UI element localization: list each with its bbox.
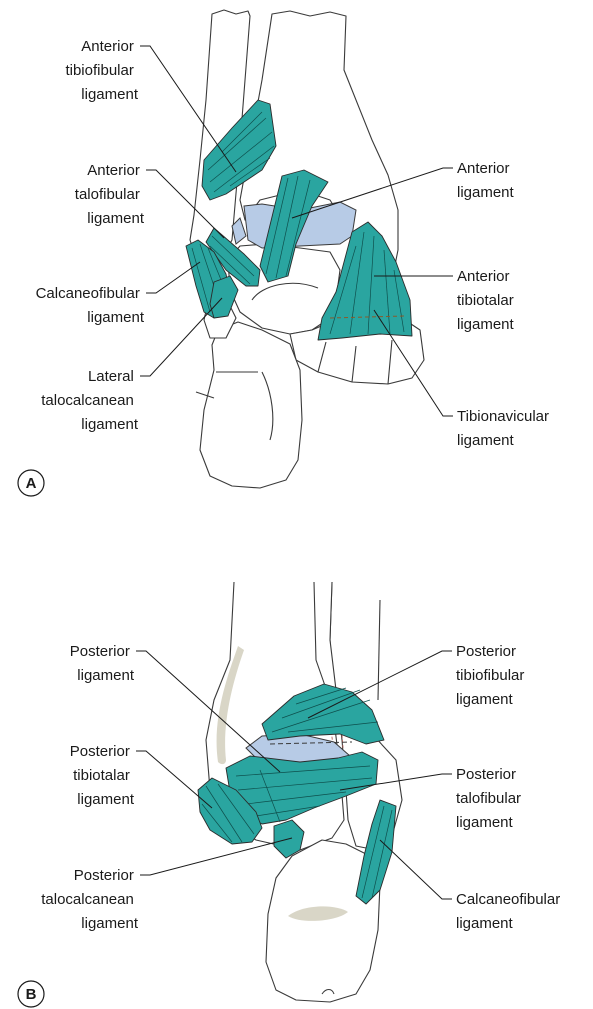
label-anterior-tibiofibular: Anterior tibiofibular ligament [65, 38, 138, 103]
panel-a: Anterior tibiofibular ligament Anterior … [18, 10, 553, 496]
calcaneus-a [200, 322, 302, 488]
panel-a-marker: A [18, 470, 44, 496]
label-posterior-talocalcanean: Posterior talocalcanean ligament [41, 867, 139, 932]
label-posterior-ligament: Posterior ligament [70, 643, 135, 684]
labels-b-right: Posterior tibiofibular ligament Posterio… [456, 643, 564, 932]
panel-b-letter: B [26, 986, 37, 1003]
label-posterior-tibiofibular: Posterior tibiofibular ligament [456, 643, 529, 708]
labels-a-right: Anterior ligament Anterior tibiotalar li… [457, 160, 553, 449]
label-anterior-ligament: Anterior ligament [457, 160, 515, 201]
label-tibionavicular: Tibionavicular ligament [457, 408, 553, 449]
label-anterior-talofibular: Anterior talofibular ligament [75, 162, 145, 227]
label-posterior-tibiotalar: Posterior tibiotalar ligament [70, 743, 135, 808]
panel-b-marker: B [18, 981, 44, 1007]
labels-a-left: Anterior tibiofibular ligament Anterior … [36, 38, 145, 433]
panel-b: Posterior ligament Posterior tibiotalar … [18, 582, 564, 1007]
panel-a-letter: A [26, 475, 37, 492]
label-anterior-tibiotalar: Anterior tibiotalar ligament [457, 268, 518, 333]
lateral-talocalcanean-ligament [210, 276, 238, 318]
leader-posterior-talocalcanean [140, 838, 292, 875]
labels-b-left: Posterior ligament Posterior tibiotalar … [41, 643, 139, 932]
label-posterior-talofibular: Posterior talofibular ligament [456, 766, 525, 831]
label-calcaneofibular-b: Calcaneofibular ligament [456, 891, 564, 932]
label-lateral-talocalcanean: Lateral talocalcanean ligament [41, 368, 139, 433]
label-calcaneofibular-a: Calcaneofibular ligament [36, 285, 145, 326]
